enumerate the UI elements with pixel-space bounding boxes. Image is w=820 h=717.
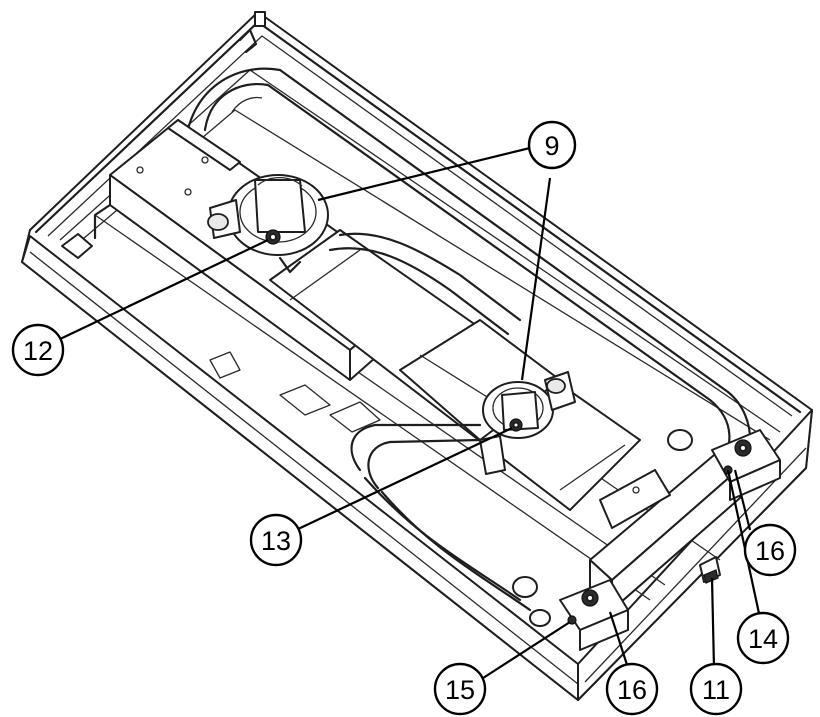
leader-12: [57, 239, 269, 341]
leader-15: [479, 621, 571, 681]
lamp-holder-middle: [479, 371, 576, 475]
callout-16-lower-label: 16: [617, 675, 647, 705]
mounting-clip: [699, 556, 721, 584]
callout-12-label: 12: [23, 336, 53, 366]
leader-13: [295, 427, 513, 531]
callout-9-upper-label: 9: [544, 131, 559, 161]
callout-15-label: 15: [445, 675, 475, 705]
callout-14-label: 14: [748, 624, 778, 654]
callout-9-upper: 9: [527, 120, 577, 170]
leader-lines: [57, 146, 762, 681]
lamp-tube-front: [328, 232, 532, 612]
terminal-block-left: [512, 576, 629, 651]
callout-16-upper: 16: [743, 523, 797, 577]
lamp-holder-upper: [207, 174, 329, 274]
callout-14: 14: [736, 611, 790, 665]
callout-13-label: 13: [261, 526, 291, 556]
callout-13: 13: [249, 513, 303, 567]
leader-14: [726, 469, 762, 619]
callout-11: 11: [689, 662, 743, 716]
callout-16-lower: 16: [605, 662, 659, 716]
leader-9a: [317, 146, 531, 202]
leader-16a: [733, 469, 752, 531]
leader-16b: [608, 611, 630, 669]
leader-11: [710, 577, 716, 669]
floor-cutouts: [209, 351, 381, 433]
callout-15: 15: [433, 662, 487, 716]
leader-9b: [520, 177, 552, 381]
callout-12: 12: [11, 323, 65, 377]
callout-16-upper-label: 16: [755, 536, 785, 566]
lamp-holder-bar: [589, 449, 741, 611]
terminal-block-right: [667, 429, 781, 501]
callout-11-label: 11: [702, 675, 730, 705]
